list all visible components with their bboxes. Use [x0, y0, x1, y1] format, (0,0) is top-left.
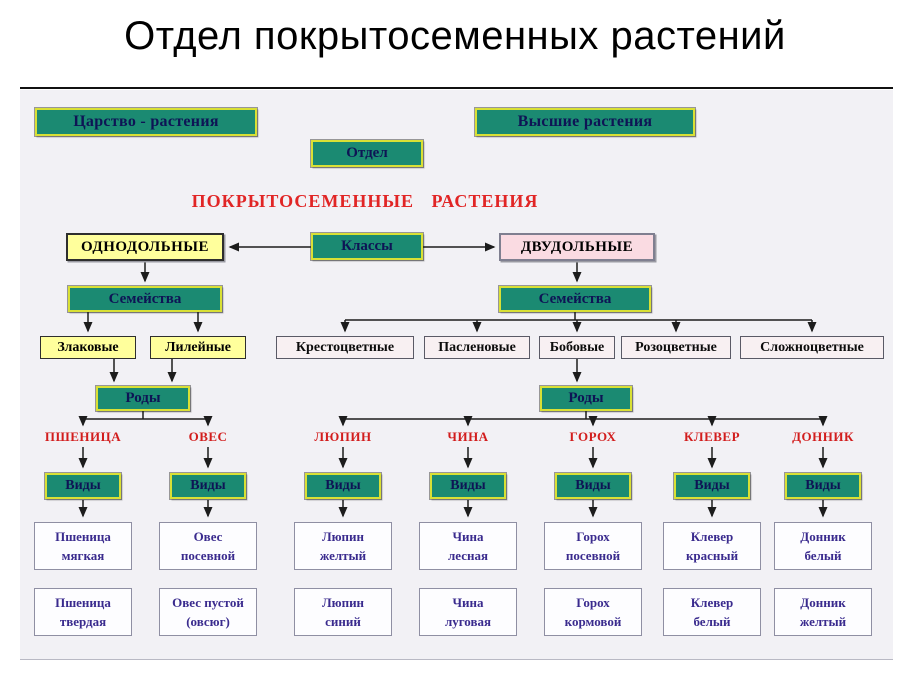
family-box-paslenovye: Пасленовые	[424, 336, 530, 359]
family-box-krestotsvetnye: Крестоцветные	[276, 336, 414, 359]
family-box-zlakovye: Злаковые	[40, 336, 136, 359]
monocots-box: ОДНОДОЛЬНЫЕ	[66, 233, 224, 261]
species-box: Чина лесная	[419, 522, 517, 570]
species-box: Клевер белый	[663, 588, 761, 636]
genus-label-gorokh: ГОРОХ	[569, 429, 617, 444]
species-box: Донник белый	[774, 522, 872, 570]
species-box: Пшеница твердая	[34, 588, 132, 636]
species-box: Пшеница мягкая	[34, 522, 132, 570]
classes-box: Классы	[311, 233, 423, 260]
genus-label-klever: КЛЕВЕР	[683, 429, 741, 444]
higher-plants-banner: Высшие растения	[475, 108, 695, 136]
species-group-box: Виды	[305, 473, 381, 499]
genus-label-china: ЧИНА	[447, 429, 489, 444]
division-name: ПОКРЫТОСЕМЕННЫЕ РАСТЕНИЯ	[191, 191, 539, 211]
species-box: Люпин желтый	[294, 522, 392, 570]
species-group-box: Виды	[674, 473, 750, 499]
diagram-canvas	[20, 90, 893, 660]
species-box: Клевер красный	[663, 522, 761, 570]
species-box: Овес пустой (овсюг)	[159, 588, 257, 636]
family-box-lileynye: Лилейные	[150, 336, 246, 359]
title-divider	[20, 87, 893, 89]
genus-label-donnik: ДОННИК	[792, 429, 854, 444]
family-box-bobovye: Бобовые	[539, 336, 615, 359]
genus-label-oves: ОВЕС	[188, 429, 228, 444]
families-box-right: Семейства	[499, 286, 651, 312]
genera-box-right: Роды	[540, 386, 632, 411]
family-box-slozhnotsvetnye: Сложноцветные	[740, 336, 884, 359]
species-group-box: Виды	[170, 473, 246, 499]
species-box: Чина луговая	[419, 588, 517, 636]
family-box-rozotsvetnye: Розоцветные	[621, 336, 731, 359]
genus-label-lyupin: ЛЮПИН	[314, 429, 372, 444]
species-box: Горох посевной	[544, 522, 642, 570]
species-box: Люпин синий	[294, 588, 392, 636]
families-box-left: Семейства	[68, 286, 222, 312]
species-group-box: Виды	[45, 473, 121, 499]
species-box: Овес посевной	[159, 522, 257, 570]
genus-label-pshenitsa: ПШЕНИЦА	[44, 429, 122, 444]
species-box: Горох кормовой	[544, 588, 642, 636]
dicots-box: ДВУДОЛЬНЫЕ	[499, 233, 655, 261]
page-title: Отдел покрытосеменных растений	[124, 14, 786, 58]
species-group-box: Виды	[430, 473, 506, 499]
kingdom-banner: Царство - растения	[35, 108, 257, 136]
genera-box-left: Роды	[96, 386, 190, 411]
division-box: Отдел	[311, 140, 423, 167]
species-group-box: Виды	[785, 473, 861, 499]
species-box: Донник желтый	[774, 588, 872, 636]
species-group-box: Виды	[555, 473, 631, 499]
